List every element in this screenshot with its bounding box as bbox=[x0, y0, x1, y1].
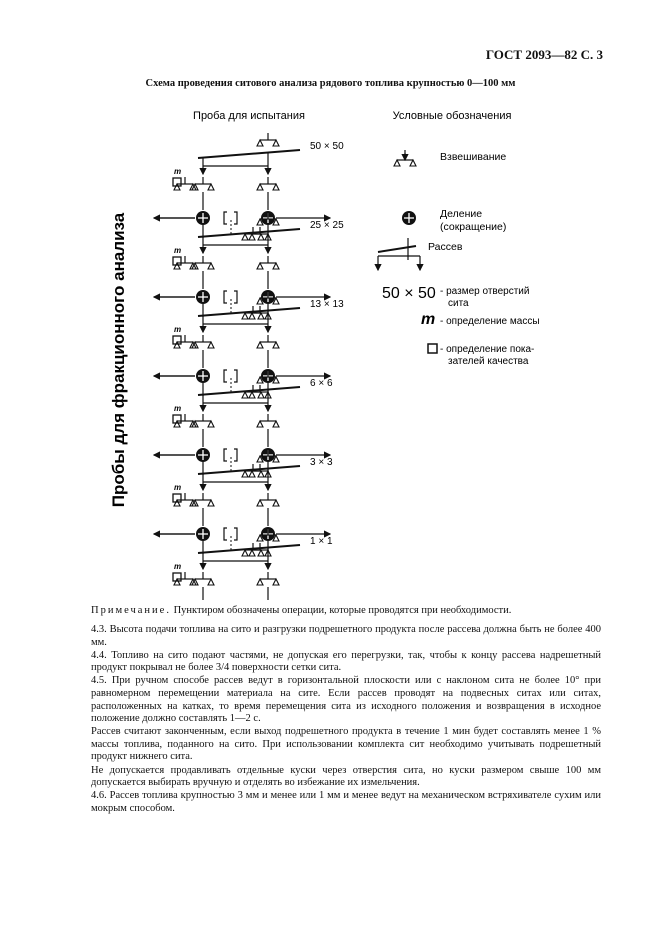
legend-sieving-label: Рассев bbox=[428, 241, 463, 253]
paragraph: 4.5. При ручном способе рассев ведут в г… bbox=[91, 675, 601, 725]
divider-icon bbox=[195, 210, 211, 226]
sieve-line bbox=[197, 228, 301, 238]
sieve-line bbox=[197, 386, 301, 396]
sieve-line bbox=[197, 307, 301, 317]
dashed-bracket bbox=[223, 211, 238, 225]
sieve-size-label: 50 × 50 bbox=[310, 141, 344, 152]
dashed-bracket bbox=[223, 290, 238, 304]
mass-symbol: m bbox=[174, 483, 181, 492]
paragraph: 4.4. Топливо на сито подают частями, не … bbox=[91, 649, 601, 674]
legend-mass-symbol: m bbox=[421, 311, 435, 328]
note-text: Пунктиром обозначены операции, которые п… bbox=[173, 605, 512, 616]
scale-icon bbox=[256, 492, 280, 507]
legend-size-desc-line2: сита bbox=[448, 298, 469, 309]
legend-quality-symbol bbox=[427, 343, 438, 354]
mass-symbol: m bbox=[174, 404, 181, 413]
sieve-size-label: 25 × 25 bbox=[310, 220, 344, 231]
body-text: 4.3. Высота подачи топлива на сито и раз… bbox=[91, 624, 601, 816]
sieve-line bbox=[197, 149, 301, 159]
legend-weighing-label: Взвешивание bbox=[440, 151, 506, 163]
quality-box bbox=[172, 256, 182, 266]
scale-icon bbox=[256, 571, 280, 586]
legend-weighing-symbol bbox=[393, 150, 417, 167]
dashed-bracket bbox=[223, 369, 238, 383]
legend-quality-desc-line1: - определение пока- bbox=[440, 344, 534, 355]
quality-box bbox=[172, 572, 182, 582]
sample-label: Проба для испытания bbox=[193, 110, 305, 122]
quality-box bbox=[172, 177, 182, 187]
divider-icon bbox=[195, 526, 211, 542]
quality-box bbox=[172, 414, 182, 424]
mass-symbol: m bbox=[174, 325, 181, 334]
quality-box bbox=[172, 335, 182, 345]
sieve-analysis-diagram: Проба для испытания Условные обозначения… bbox=[109, 110, 540, 600]
scale-icon bbox=[256, 255, 280, 270]
sieve-size-label: 13 × 13 bbox=[310, 299, 344, 310]
dashed-bracket bbox=[223, 527, 238, 541]
vertical-label: Пробы для фракционного анализа bbox=[109, 212, 128, 507]
divider-icon bbox=[195, 447, 211, 463]
scale-icon bbox=[256, 132, 280, 147]
paragraph: Не допускается продавливать отдельные ку… bbox=[91, 764, 601, 789]
page-header: ГОСТ 2093—82 С. 3 bbox=[485, 47, 603, 62]
legend-size-desc-line1: - размер отверстий bbox=[440, 286, 529, 297]
legend-division-line2: (сокращение) bbox=[440, 221, 506, 233]
divider-icon bbox=[195, 368, 211, 384]
legend-quality-desc-line2: зателей качества bbox=[448, 356, 529, 367]
sieve-line bbox=[197, 544, 301, 554]
sieve-size-label: 3 × 3 bbox=[310, 457, 333, 468]
mass-symbol: m bbox=[174, 167, 181, 176]
legend-mass-desc: - определение массы bbox=[440, 316, 540, 327]
legend-heading: Условные обозначения bbox=[393, 110, 512, 122]
diagram-stages: 50 × 50 m 25 × 25 m 13 × 13 m 6 × 6 m 3 × 3 m 1 × … bbox=[152, 132, 344, 600]
scale-icon bbox=[256, 334, 280, 349]
paragraph: Рассев считают законченным, если выход п… bbox=[91, 726, 601, 763]
diagram-note: Примечание. Пунктиром обозначены операци… bbox=[91, 605, 511, 616]
scale-icon bbox=[256, 413, 280, 428]
note-label: Примечание. bbox=[91, 605, 171, 616]
paragraph: 4.3. Высота подачи топлива на сито и раз… bbox=[91, 624, 601, 648]
legend-division-symbol bbox=[401, 210, 417, 226]
diagram-title: Схема проведения ситового анализа рядово… bbox=[145, 78, 516, 89]
sieve-size-label: 6 × 6 bbox=[310, 378, 333, 389]
divider-icon bbox=[195, 289, 211, 305]
scale-icon bbox=[256, 176, 280, 191]
legend-size-example: 50 × 50 bbox=[382, 285, 436, 302]
quality-box bbox=[172, 493, 182, 503]
sieve-line bbox=[197, 465, 301, 475]
dashed-bracket bbox=[223, 448, 238, 462]
legend-sieving-symbol bbox=[374, 238, 424, 272]
legend-division-line1: Деление bbox=[440, 208, 482, 220]
mass-symbol: m bbox=[174, 562, 181, 571]
paragraph: 4.6. Рассев топлива крупностью 3 мм и ме… bbox=[91, 790, 601, 814]
mass-symbol: m bbox=[174, 246, 181, 255]
sieve-size-label: 1 × 1 bbox=[310, 536, 333, 547]
